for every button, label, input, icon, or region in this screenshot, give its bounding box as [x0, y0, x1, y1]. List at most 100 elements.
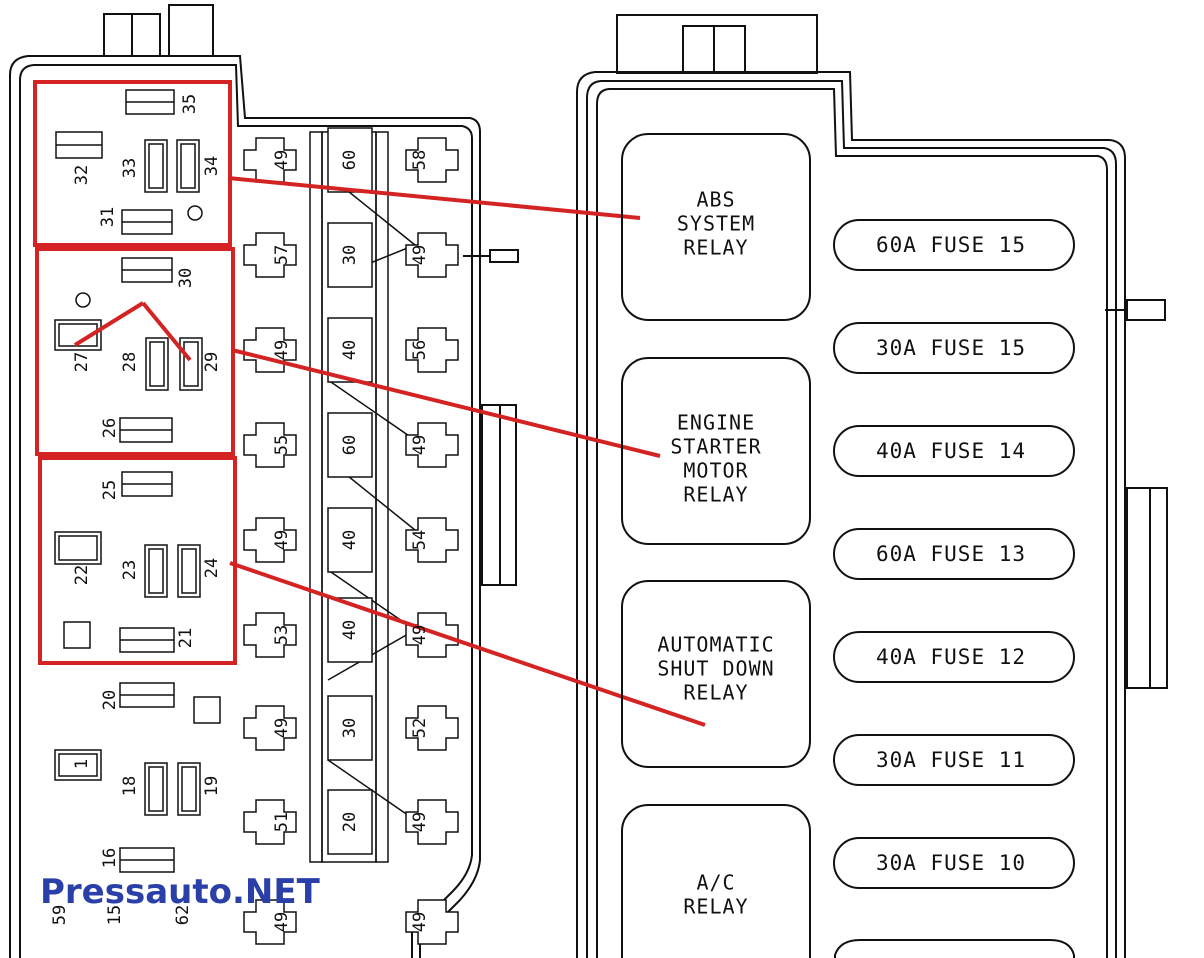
- relay-label-abs: SYSTEM: [677, 212, 755, 236]
- socket-number: 26: [100, 418, 120, 438]
- terminal-number: 49: [410, 435, 430, 455]
- callout-line-asd: [229, 561, 706, 727]
- connector-terminal: [405, 232, 459, 278]
- middle-fuse-box: [327, 789, 373, 855]
- terminal-number: 57: [272, 245, 292, 265]
- middle-fuse-value: 60: [340, 150, 360, 170]
- fuse-label: 30A FUSE 11: [876, 748, 1026, 772]
- middle-fuse-value: 30: [340, 718, 360, 738]
- socket-number: 22: [72, 565, 92, 585]
- relay-label-starter: MOTOR: [683, 459, 748, 483]
- fuse-pill: [833, 837, 1075, 889]
- fuse-pill: [833, 219, 1075, 271]
- connector-terminal: [405, 327, 459, 373]
- connector-terminal: [405, 899, 459, 945]
- terminal-number: 49: [410, 912, 430, 932]
- fuse-pill: [833, 322, 1075, 374]
- socket-number: 23: [120, 560, 140, 580]
- middle-fuse-value: 20: [340, 812, 360, 832]
- middle-fuse-value: 40: [340, 340, 360, 360]
- socket-number: 27: [72, 352, 92, 372]
- socket-number: 25: [100, 480, 120, 500]
- middle-fuse-value: 40: [340, 530, 360, 550]
- relay-label-starter: RELAY: [683, 483, 748, 507]
- socket-number: 24: [202, 558, 222, 578]
- terminal-number: 49: [272, 340, 292, 360]
- socket-number: 18: [120, 776, 140, 796]
- middle-fuse-box: [327, 222, 373, 288]
- relay-box-abs: [621, 133, 811, 321]
- socket-number: 62: [173, 905, 193, 925]
- terminal-number: 49: [272, 530, 292, 550]
- fuse-label: 40A FUSE 14: [876, 439, 1026, 463]
- terminal-number: 49: [410, 625, 430, 645]
- callout-line-starter: [231, 348, 661, 458]
- connector-terminal: [405, 517, 459, 563]
- connector-terminal: [243, 517, 297, 563]
- socket-number: 34: [202, 156, 222, 176]
- connector-terminal: [405, 799, 459, 845]
- connector-terminal: [243, 232, 297, 278]
- socket-number: 21: [176, 628, 196, 648]
- terminal-number: 55: [272, 435, 292, 455]
- middle-fuse-box: [327, 127, 373, 193]
- relay-box-asd: [621, 580, 811, 768]
- socket-number: 1: [72, 759, 92, 769]
- socket-number: 15: [105, 905, 125, 925]
- relay-label-starter: STARTER: [670, 435, 761, 459]
- socket-number: 31: [98, 207, 118, 227]
- relay-label-abs: ABS: [696, 188, 735, 212]
- fuse-pill: [833, 425, 1075, 477]
- socket-number: 59: [50, 905, 70, 925]
- terminal-number: 58: [410, 150, 430, 170]
- socket-number: 19: [202, 776, 222, 796]
- terminal-number: 49: [410, 812, 430, 832]
- middle-fuse-value: 40: [340, 620, 360, 640]
- terminal-number: 51: [272, 812, 292, 832]
- fuse-pill: [833, 528, 1075, 580]
- middle-fuse-box: [327, 695, 373, 761]
- middle-fuse-value: 60: [340, 435, 360, 455]
- fuse-label: 60A FUSE 13: [876, 542, 1026, 566]
- left-housing-outline: [9, 55, 481, 958]
- middle-fuse-box: [327, 412, 373, 478]
- fuse-label: 40A FUSE 12: [876, 645, 1026, 669]
- connector-terminal: [243, 899, 297, 945]
- fuse-label: 30A FUSE 15: [876, 336, 1026, 360]
- socket-number: 28: [120, 352, 140, 372]
- fuse-label: 30A FUSE 10: [876, 851, 1026, 875]
- fuse-label: 60A FUSE 15: [876, 233, 1026, 257]
- terminal-number: 52: [410, 718, 430, 738]
- terminal-number: 54: [410, 530, 430, 550]
- connector-terminal: [405, 137, 459, 183]
- relay-label-ac: RELAY: [683, 895, 748, 919]
- socket-number: 16: [100, 848, 120, 868]
- fuse-pill: [833, 734, 1075, 786]
- connector-terminal: [243, 612, 297, 658]
- middle-fuse-value: 30: [340, 245, 360, 265]
- terminal-number: 49: [272, 912, 292, 932]
- connector-terminal: [405, 705, 459, 751]
- terminal-number: 53: [272, 625, 292, 645]
- middle-fuse-box: [327, 507, 373, 573]
- terminal-number: 49: [272, 150, 292, 170]
- terminal-number: 56: [410, 340, 430, 360]
- relay-label-ac: A/C: [696, 871, 735, 895]
- relay-box-starter: [621, 357, 811, 545]
- connector-terminal: [243, 799, 297, 845]
- relay-label-asd: SHUT DOWN: [657, 657, 774, 681]
- watermark: Pressauto.NET: [40, 872, 320, 912]
- connector-terminal: [243, 422, 297, 468]
- middle-fuse-box: [327, 317, 373, 383]
- connector-terminal: [243, 705, 297, 751]
- socket-number: 32: [72, 165, 92, 185]
- socket-number: 35: [180, 94, 200, 114]
- terminal-number: 49: [272, 718, 292, 738]
- socket-number: 33: [120, 158, 140, 178]
- terminal-number: 49: [410, 245, 430, 265]
- relay-label-asd: AUTOMATIC: [657, 633, 774, 657]
- callout-box-abs: [33, 80, 232, 247]
- callout-line-abs: [227, 176, 641, 220]
- right-housing-outline: [576, 71, 1126, 958]
